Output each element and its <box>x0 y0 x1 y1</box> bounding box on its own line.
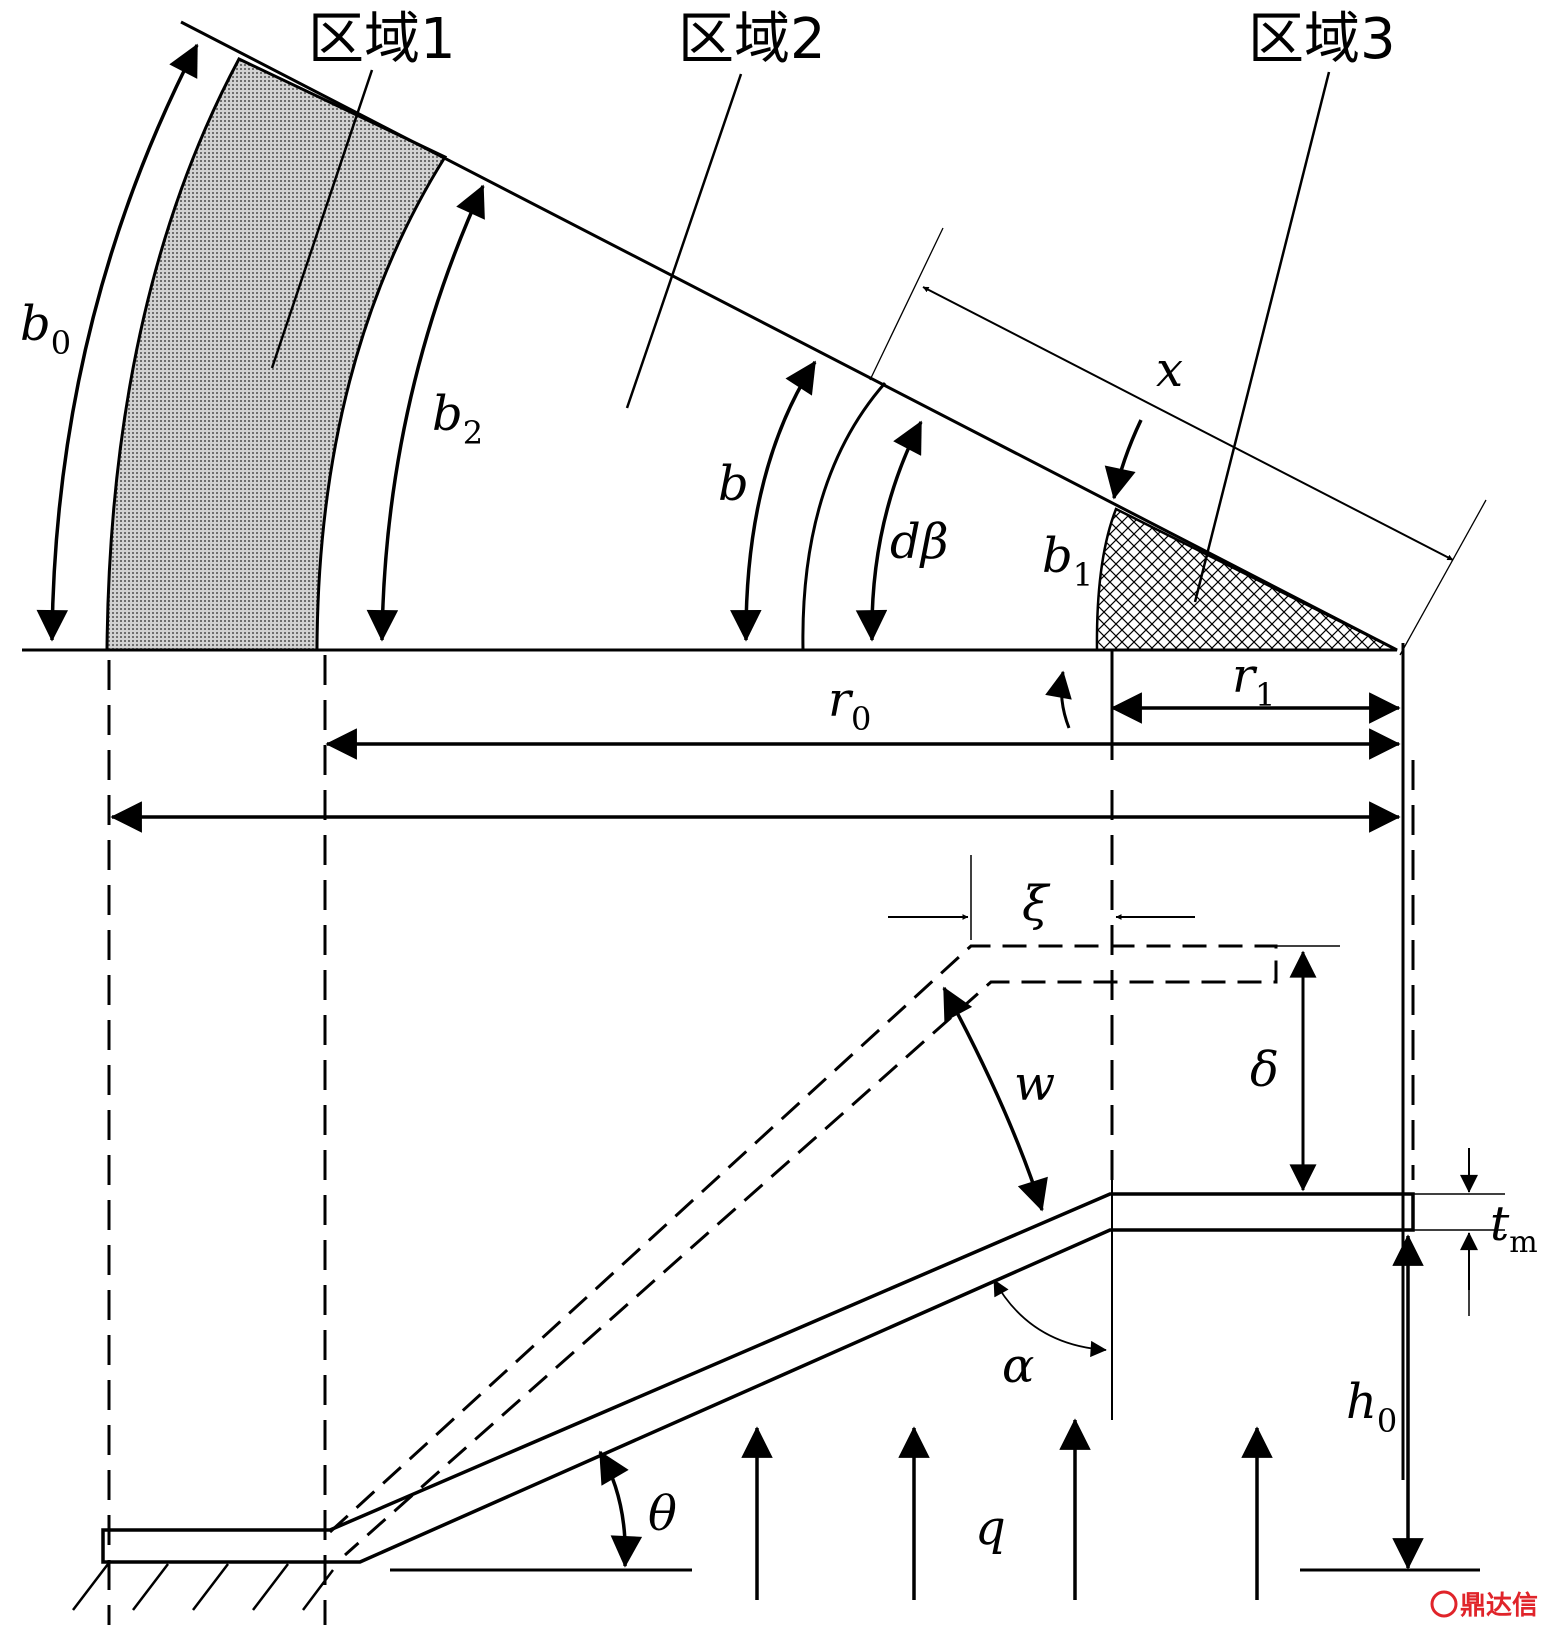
b0-arrow <box>36 43 199 642</box>
fixed-support-hatch <box>72 1563 334 1611</box>
zone3-leader <box>1193 71 1331 603</box>
b1-pointer <box>1104 419 1143 500</box>
zone1-leader <box>270 69 374 369</box>
alpha-arc <box>993 1279 1107 1358</box>
watermark-logo: 鼎达信 <box>1430 1590 1538 1621</box>
label-theta: θ <box>648 1486 677 1542</box>
ref-line-right <box>1399 499 1487 656</box>
label-alpha: α <box>1002 1338 1034 1394</box>
section-view: ξ w δ tm α h0 θ q <box>72 855 1538 1611</box>
label-tm: tm <box>1490 1196 1538 1260</box>
dbeta-arrow <box>855 420 923 642</box>
deformed-profile-top <box>328 944 1278 1557</box>
label-q: q <box>975 1500 1006 1556</box>
vertical-references <box>107 650 1415 1625</box>
label-delta: δ <box>1250 1042 1279 1098</box>
watermark-text: 鼎达信 <box>1460 1591 1538 1621</box>
label-r0: r0 <box>828 672 871 738</box>
zone2-leader <box>625 73 743 409</box>
ref-line-left <box>869 227 944 381</box>
b-arrow <box>730 360 817 642</box>
theta-arrow <box>598 1450 643 1568</box>
label-b0: b0 <box>20 296 71 362</box>
watermark-icon <box>1430 1590 1458 1618</box>
label-xi: ξ <box>1022 876 1051 932</box>
label-b1: b1 <box>1042 528 1093 594</box>
label-h0: h0 <box>1346 1374 1397 1440</box>
zone1-label: 区域1 <box>308 7 456 72</box>
zone3-label: 区域3 <box>1248 7 1396 72</box>
x-dimension <box>922 286 1454 561</box>
label-x: x <box>1156 342 1183 398</box>
label-b: b <box>718 456 749 512</box>
sector-plan-view: 区域1 区域2 区域3 b0 b2 b dβ b1 x <box>20 7 1487 1480</box>
w-arrow <box>942 986 1048 1212</box>
r0-curl-arrow <box>1045 670 1072 729</box>
zone2-label: 区域2 <box>678 7 826 72</box>
b2-arrow <box>366 184 485 642</box>
label-b2: b2 <box>432 386 483 452</box>
radius-dimensions: r0 r1 <box>110 648 1401 833</box>
region-3-patch <box>1095 507 1398 652</box>
label-r1: r1 <box>1232 648 1275 714</box>
label-dbeta: dβ <box>890 514 948 570</box>
label-w: w <box>1014 1056 1055 1112</box>
